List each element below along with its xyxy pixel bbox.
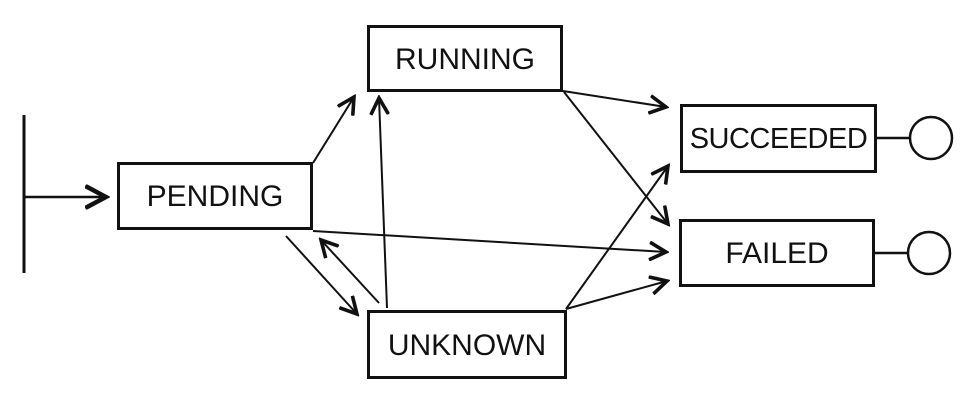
edge-running-to-failed <box>563 91 668 224</box>
state-label-failed: FAILED <box>725 237 829 270</box>
state-label-unknown: UNKNOWN <box>387 328 547 362</box>
edge-unknown-to-failed <box>565 281 667 310</box>
end-circle-succeeded <box>908 115 954 161</box>
edge-unknown-to-pending <box>321 240 380 304</box>
state-label-succeeded: SUCCEEDED <box>689 123 868 155</box>
edge-pending-to-failed <box>312 230 666 252</box>
state-box-succeeded: SUCCEEDED <box>680 104 877 173</box>
state-box-unknown: UNKNOWN <box>367 310 567 379</box>
state-label-pending: PENDING <box>146 180 284 213</box>
state-box-pending: PENDING <box>117 162 313 230</box>
state-label-running: RUNNING <box>395 42 535 76</box>
edge-running-to-succeeded <box>562 90 666 107</box>
edge-unknown-to-running <box>379 98 387 309</box>
state-box-running: RUNNING <box>367 25 563 92</box>
edge-unknown-to-succeeded <box>565 166 668 310</box>
state-box-failed: FAILED <box>679 219 875 287</box>
edge-pending-to-unknown <box>285 235 357 314</box>
edge-pending-to-running <box>312 97 354 164</box>
end-circle-failed <box>906 230 952 276</box>
